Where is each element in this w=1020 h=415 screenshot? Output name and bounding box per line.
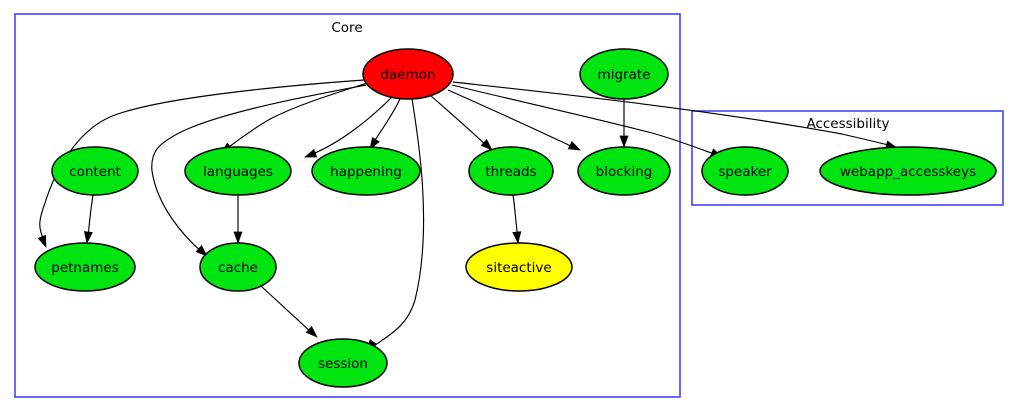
edge-daemon-to-threads <box>429 94 493 151</box>
node-shape[interactable] <box>701 146 789 196</box>
node-shape[interactable] <box>184 146 292 196</box>
edge-languages-to-cache <box>233 194 243 245</box>
node-threads[interactable]: threads <box>468 146 554 196</box>
edge-line <box>371 98 401 146</box>
node-speaker[interactable]: speaker <box>701 146 789 196</box>
cluster-label: Core <box>331 20 362 36</box>
edge-daemon-to-blocking <box>447 89 581 151</box>
node-petnames[interactable]: petnames <box>34 242 136 292</box>
edge-daemon-to-content <box>220 82 368 154</box>
edge-daemon-to-languages <box>304 96 393 158</box>
cluster-label-backdrop <box>793 115 903 133</box>
edge-cache-to-session <box>260 285 318 338</box>
edge-arrowhead-icon <box>567 140 581 151</box>
node-shape[interactable] <box>311 146 421 196</box>
node-shape[interactable] <box>819 146 997 196</box>
node-shape[interactable] <box>362 48 454 100</box>
edge-arrowhead-icon <box>37 234 47 248</box>
edge-line <box>39 79 365 244</box>
node-shape[interactable] <box>465 242 573 292</box>
cluster-border <box>14 13 681 398</box>
edge-arrowhead-icon <box>619 135 629 149</box>
edge-line <box>451 84 718 156</box>
edge-arrowhead-icon <box>233 231 243 245</box>
edge-daemon-to-cache <box>151 84 367 257</box>
node-cache[interactable]: cache <box>199 242 277 292</box>
node-content[interactable]: content <box>51 146 139 196</box>
node-shape[interactable] <box>298 338 388 388</box>
edge-daemon-to-session <box>366 98 425 352</box>
edge-line <box>309 96 393 156</box>
node-siteactive[interactable]: siteactive <box>465 242 573 292</box>
edge-line <box>260 285 314 335</box>
node-daemon[interactable]: daemon <box>362 48 454 100</box>
edge-arrowhead-icon <box>195 245 208 257</box>
edge-migrate-to-blocking <box>619 98 629 149</box>
edges-layer <box>37 79 898 352</box>
edge-line <box>429 94 489 148</box>
node-shape[interactable] <box>51 146 139 196</box>
node-happening[interactable]: happening <box>311 146 421 196</box>
node-shape[interactable] <box>468 146 554 196</box>
node-webapp_accesskeys[interactable]: webapp_accesskeys <box>819 146 997 196</box>
edge-content-to-petnames <box>83 194 94 245</box>
edge-arrowhead-icon <box>83 231 93 245</box>
cluster-border <box>691 110 1004 206</box>
edge-arrowhead-icon <box>512 231 522 245</box>
edge-line <box>151 84 367 254</box>
node-blocking[interactable]: blocking <box>577 146 671 196</box>
edge-daemon-to-petnames <box>37 79 365 248</box>
cluster-core: Core <box>14 13 681 398</box>
node-languages[interactable]: languages <box>184 146 292 196</box>
cluster-label: Accessibility <box>806 116 889 132</box>
edge-arrowhead-icon <box>369 136 380 150</box>
edge-arrowhead-icon <box>304 148 318 158</box>
node-session[interactable]: session <box>298 338 388 388</box>
edge-threads-to-siteactive <box>512 194 522 245</box>
edge-line <box>447 89 576 149</box>
edge-line <box>370 98 425 349</box>
edge-arrowhead-icon <box>480 138 493 151</box>
edge-arrowhead-icon <box>305 325 318 338</box>
node-shape[interactable] <box>199 242 277 292</box>
node-migrate[interactable]: migrate <box>579 48 669 100</box>
edge-daemon-to-happening <box>369 98 401 150</box>
cluster-accessibility: Accessibility <box>691 110 1004 206</box>
node-shape[interactable] <box>34 242 136 292</box>
edge-line <box>452 81 893 147</box>
edge-line <box>224 82 368 151</box>
node-shape[interactable] <box>577 146 671 196</box>
node-shape[interactable] <box>579 48 669 100</box>
